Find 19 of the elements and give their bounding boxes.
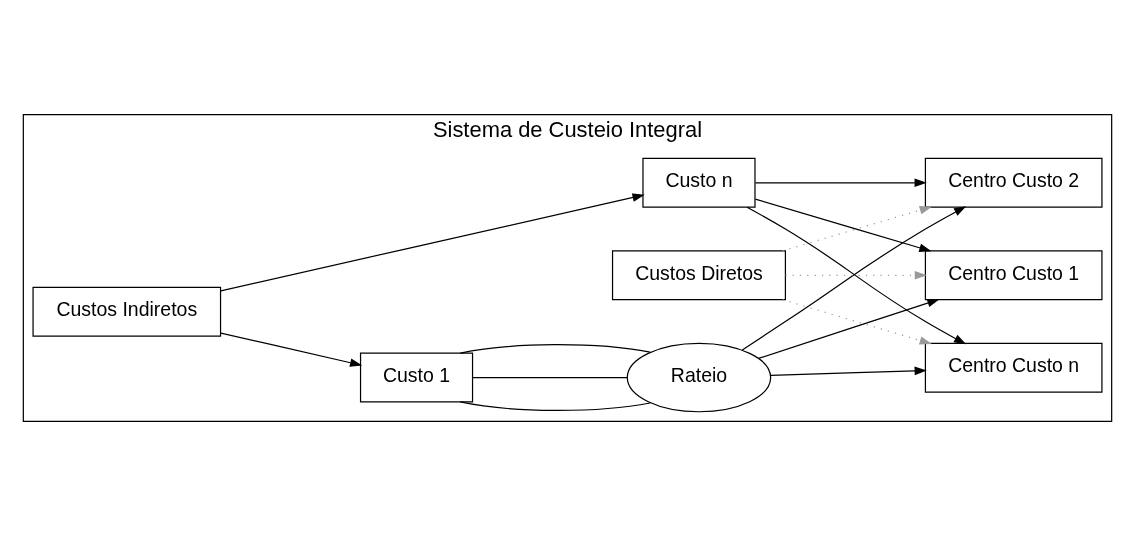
arrow xyxy=(754,178,927,188)
arrow xyxy=(757,298,940,360)
connector xyxy=(459,344,651,354)
node-box: Custos Diretos xyxy=(611,250,786,301)
connector xyxy=(472,376,629,379)
connector xyxy=(459,401,651,412)
arrow xyxy=(220,193,645,292)
arrow xyxy=(754,198,932,252)
arrow xyxy=(782,299,932,345)
node-box: Custo n xyxy=(642,157,756,208)
node-box: Custo 1 xyxy=(359,352,474,403)
node-box: Custos Indiretos xyxy=(32,286,222,337)
node-box: Centro Custo n xyxy=(924,342,1103,393)
node-ellipse: Rateio xyxy=(626,342,772,413)
node-box: Centro Custo 2 xyxy=(924,157,1103,208)
arrow xyxy=(220,332,363,367)
node-box: Centro Custo 1 xyxy=(924,250,1103,301)
arrow xyxy=(770,366,927,376)
arrow xyxy=(782,206,932,252)
